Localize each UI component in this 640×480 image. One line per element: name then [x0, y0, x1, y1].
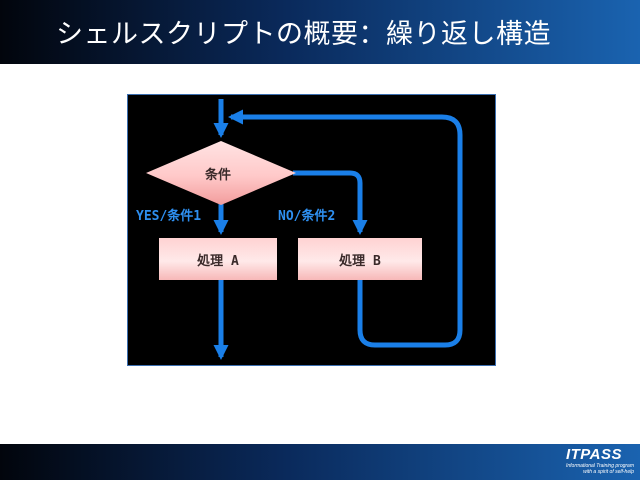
no-branch-label: NO/条件2 — [278, 209, 336, 224]
logo-tagline-2: with a spirit of self-help — [583, 469, 634, 475]
condition-diamond — [146, 141, 296, 205]
process-a-label: 処理 A — [197, 253, 239, 269]
footer-bar: ITPASS Informational Training program wi… — [0, 444, 640, 480]
no-arrow — [293, 170, 368, 235]
process-b-label: 処理 B — [339, 253, 381, 269]
itpass-logo: ITPASS Informational Training program wi… — [554, 446, 634, 476]
logo-text: ITPASS — [565, 446, 623, 463]
yes-branch-label: YES/条件1 — [136, 209, 202, 224]
condition-label: 条件 — [204, 168, 231, 183]
flowchart-svg — [146, 99, 463, 360]
loop-back-arrow — [228, 109, 463, 348]
process-b-box: 処理 B — [298, 238, 422, 280]
process-a-box: 処理 A — [159, 238, 277, 280]
logo-tagline-1: Informational Training program — [566, 463, 634, 469]
title-bar: シェルスクリプトの概要：繰り返し構造 — [0, 0, 640, 64]
flowchart-diagram: 条件 YES/条件1 NO/条件2 処理 A 処理 B — [127, 94, 496, 366]
slide-title: シェルスクリプトの概要：繰り返し構造 — [56, 19, 551, 50]
